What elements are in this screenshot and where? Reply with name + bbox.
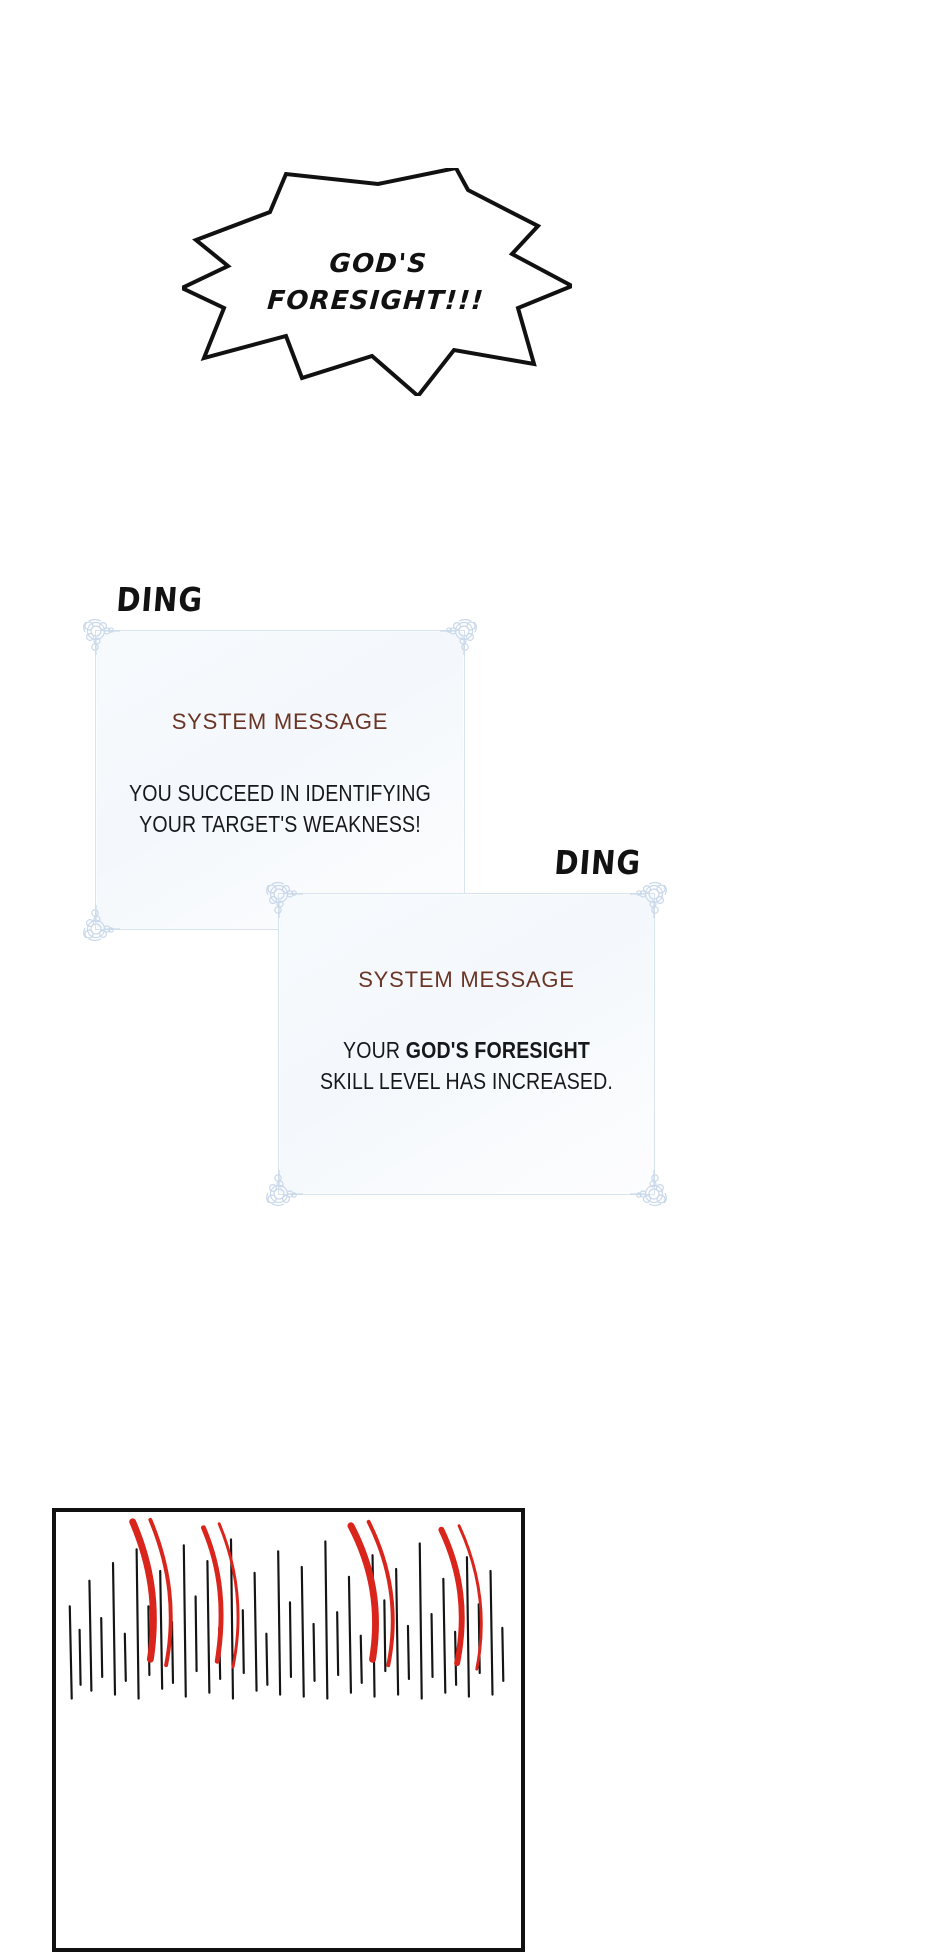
system-message-line: YOUR GOD'S FORESIGHT <box>307 1035 626 1066</box>
bottom-art-panel <box>52 1508 525 1952</box>
shout-line-2: FORESIGHT!!! <box>266 285 486 316</box>
system-message-box-1: SYSTEM MESSAGE YOU SUCCEED IN IDENTIFYIN… <box>83 618 477 942</box>
shout-bubble <box>182 168 572 396</box>
shout-line-1: GOD'S <box>328 249 429 279</box>
ornament-corner-icon <box>630 1170 674 1214</box>
sound-effect-ding-1: DING <box>115 580 205 619</box>
system-message-line-prefix: YOUR <box>342 1037 406 1063</box>
red-slash-accents <box>129 1517 483 1671</box>
system-message-body: YOUR GOD'S FORESIGHT SKILL LEVEL HAS INC… <box>279 1035 654 1097</box>
sound-effect-ding-2: DING <box>553 843 643 882</box>
system-message-body: YOU SUCCEED IN IDENTIFYING YOUR TARGET'S… <box>96 778 464 840</box>
system-message-box-2: SYSTEM MESSAGE YOUR GOD'S FORESIGHT SKIL… <box>266 881 667 1207</box>
shout-bubble-shape <box>182 168 572 396</box>
system-message-line: YOUR TARGET'S WEAKNESS! <box>139 810 421 837</box>
system-message-line: SKILL LEVEL HAS INCREASED. <box>319 1067 614 1094</box>
system-message-title: SYSTEM MESSAGE <box>171 709 389 734</box>
ornament-corner-icon <box>259 1170 303 1214</box>
ornament-corner-icon <box>76 905 120 949</box>
ornament-corner-icon <box>76 611 120 655</box>
ornament-corner-icon <box>440 611 484 655</box>
shout-bubble-text: GOD'S FORESIGHT!!! <box>179 246 574 320</box>
system-message-skill-name: GOD'S FORESIGHT <box>405 1037 591 1063</box>
system-message-line: YOU SUCCEED IN IDENTIFYING <box>128 780 432 806</box>
system-message-title: SYSTEM MESSAGE <box>358 967 575 992</box>
